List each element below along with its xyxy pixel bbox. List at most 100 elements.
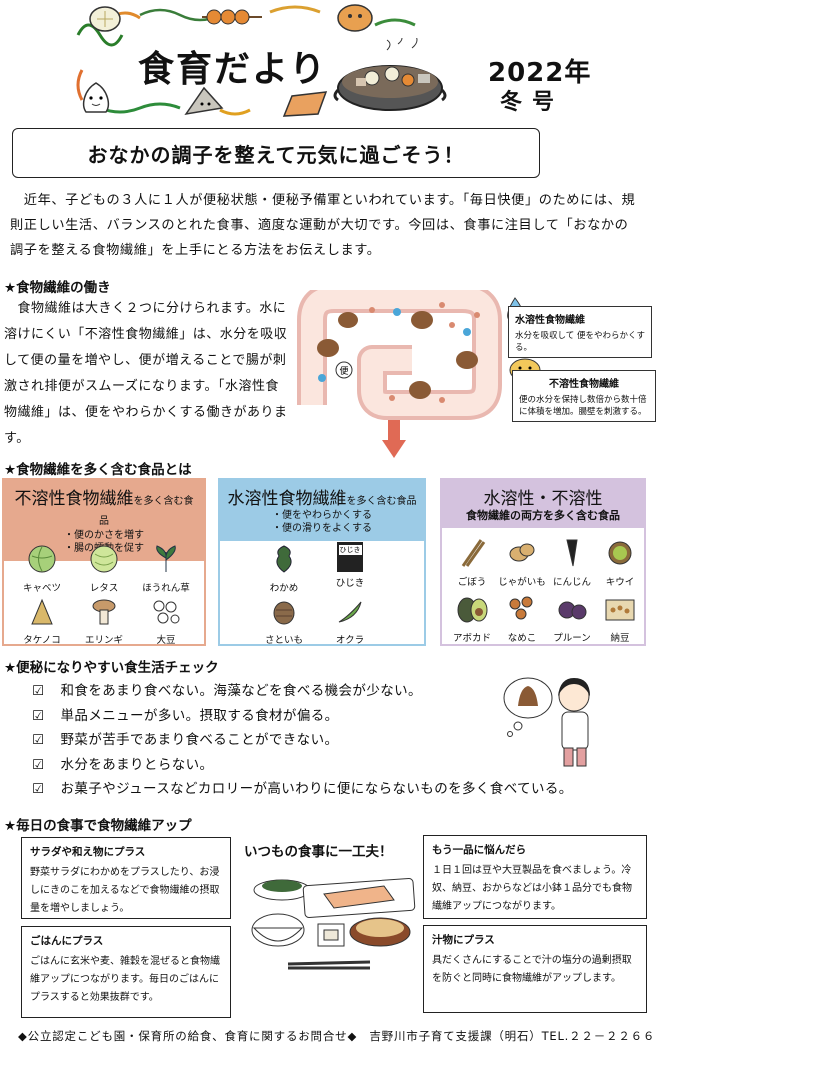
newsletter-title: 食育だより: [138, 49, 328, 90]
food-wakame: わかめ: [256, 544, 312, 594]
check-item: ☑ 和食をあまり食べない。海藻などを食べる機会が少ない。: [32, 679, 652, 704]
kiwi-icon: [608, 541, 632, 565]
checkbox-icon: ☑: [32, 707, 45, 724]
sweet-potato-icon: [337, 4, 373, 32]
soluble-header: 水溶性食物繊維を多く含む食品 ・便をやわらかくする ・便の滑りをよくする: [220, 480, 424, 541]
checkbox-icon: ☑: [32, 732, 45, 748]
food-cabbage: キャベツ: [14, 544, 70, 594]
legend-insoluble-text: 便の水分を保持し数倍から数十倍に体積を増加。腸壁を刺激する。: [519, 395, 647, 417]
check-item: ☑ 野菜が苦手であまり食べることができない。: [32, 728, 652, 753]
food-label: 納豆: [610, 633, 630, 644]
both-sub: 食物繊維の両方を多く含む食品: [466, 509, 620, 522]
food-label: 大豆: [156, 635, 176, 646]
konnyaku-icon: [184, 86, 224, 116]
food-eringi: エリンギ: [76, 598, 132, 646]
food-hijiki: ひじきひじき: [322, 542, 378, 589]
checkbox-icon: ☑: [32, 683, 45, 699]
food-nameko: なめこ: [494, 594, 550, 644]
food-label: プルーン: [553, 633, 591, 644]
potato-icon: [509, 543, 535, 562]
issue-season: 冬号: [500, 90, 565, 115]
tip-soup: 汁物にプラス 具だくさんにすることで汁の塩分の過剰摂取を防ぐと同時に食物繊維がア…: [423, 925, 647, 1013]
food-label: ごぼう: [457, 577, 487, 588]
food-bamboo-shoot: タケノコ: [14, 598, 70, 646]
cabbage-icon: [28, 545, 56, 573]
check-item: ☑ 水分をあまりとらない。: [32, 753, 652, 778]
mushroom-icon: [92, 599, 116, 625]
down-arrow-icon: [382, 420, 406, 458]
footer-contact: ◆公立認定こども園・保育所の給食、食育に関するお問合せ◆ 吉野川市子育て支援課（…: [18, 1029, 656, 1043]
nameko-icon: [509, 596, 533, 620]
food-carrot: にんじん: [544, 538, 600, 588]
food-lettuce: レタス: [76, 544, 132, 594]
carrot-icon: [566, 539, 578, 567]
section-heading-fiber: ★食物繊維の働き: [4, 280, 111, 296]
insoluble-sub1: ・便のかさを増す: [64, 530, 144, 541]
tip-title: もう一品に悩んだら: [432, 844, 527, 856]
hot-pot-icon: [333, 38, 447, 111]
food-okra: オクラ: [322, 598, 378, 646]
food-label: なめこ: [507, 633, 537, 644]
daily-center-title: いつもの食事に一工夫！: [244, 844, 393, 860]
tip-text: ごはんに玄米や麦、雑穀を混ぜると食物繊維アップにつながります。毎日のごはんにプラ…: [30, 956, 220, 1003]
checkbox-icon: ☑: [32, 781, 45, 797]
tip-text: 具だくさんにすることで汁の塩分の過剰摂取を防ぐと同時に食物繊維がアップします。: [432, 955, 632, 984]
legend-soluble-text: 水分を吸収して 便をやわらかくする。: [515, 331, 645, 353]
check-item: ☑単品メニューが多い。摂取する食材が偏る。: [32, 704, 652, 729]
worried-child-icon: [503, 677, 590, 767]
food-label: にんじん: [552, 577, 591, 588]
legend-insoluble-title: 不溶性食物繊維: [549, 379, 619, 390]
food-natto: 納豆: [592, 594, 648, 644]
food-taro: さといも: [256, 598, 312, 646]
food-label: ひじき: [335, 578, 365, 589]
section-heading-foods: ★食物繊維を多く含む食品とは: [4, 462, 192, 478]
tip-text: 野菜サラダにわかめをプラスしたり、お浸しにきのこを加えるなどで食物繊維の摂取量を…: [30, 867, 220, 914]
check-item-text: お菓子やジュースなどカロリーが高いわりに便にならないものを多く食べている。: [60, 781, 573, 797]
prune-icon: [558, 601, 587, 620]
tip-salad: サラダや和え物にプラス 野菜サラダにわかめをプラスしたり、お浸しにきのこを加える…: [21, 837, 231, 919]
tip-title: 汁物にプラス: [432, 934, 495, 946]
food-spinach: ほうれん草: [138, 544, 194, 594]
banner-text: おなかの調子を整えて元気に過ごそう！: [87, 142, 465, 167]
check-item: ☑ お菓子やジュースなどカロリーが高いわりに便にならないものを多く食べている。: [32, 777, 652, 802]
food-label: オクラ: [335, 635, 365, 646]
food-label: アボカド: [452, 633, 491, 644]
food-label: わかめ: [269, 583, 299, 594]
food-label: タケノコ: [23, 635, 61, 646]
fish-cake-icon: [282, 91, 328, 117]
intro-paragraph: 近年、子どもの３人に１人が便秘状態・便秘予備軍といわれています。「毎日快便」のた…: [10, 193, 636, 258]
soluble-title: 水溶性食物繊維: [227, 489, 347, 509]
legend-soluble-title: 水溶性食物繊維: [515, 315, 585, 326]
food-prune: プルーン: [544, 594, 600, 644]
section-heading-daily: ★毎日の食事で食物繊維アップ: [4, 818, 192, 834]
rice-ball-icon: [83, 82, 109, 113]
hijiki-package-icon: ひじき: [337, 542, 363, 572]
tip-title: ごはんにプラス: [30, 935, 104, 947]
food-label: じゃがいも: [498, 577, 546, 588]
check-item-text: 水分をあまりとらない。: [60, 756, 214, 773]
natto-icon: [605, 599, 635, 621]
issue-year: 2022年: [488, 58, 592, 88]
meal-illustration: [251, 877, 416, 970]
food-burdock: ごぼう: [444, 538, 500, 588]
food-label: さといも: [264, 635, 303, 646]
legend-soluble: 水溶性食物繊維 水分を吸収して 便をやわらかくする。: [508, 306, 652, 358]
legend-insoluble: 不溶性食物繊維 便の水分を保持し数倍から数十倍に体積を増加。腸壁を刺激する。: [512, 370, 656, 422]
checklist: ☑ 和食をあまり食べない。海藻などを食べる機会が少ない。 ☑単品メニューが多い。摂…: [32, 679, 652, 802]
insoluble-foods-box: 不溶性食物繊維を多く含む食品 ・便のかさを増す ・腸の蠕動を促す キャベツ レタ…: [2, 478, 206, 646]
both-foods-box: 水溶性・不溶性 食物繊維の両方を多く含む食品 ごぼう じゃがいも にんじん キウ…: [440, 478, 646, 646]
spinach-icon: [156, 545, 176, 572]
both-header: 水溶性・不溶性 食物繊維の両方を多く含む食品: [442, 480, 644, 528]
checkbox-icon: ☑: [32, 756, 45, 773]
both-title: 水溶性・不溶性: [483, 489, 603, 509]
food-potato: じゃがいも: [494, 538, 550, 588]
check-item-text: 和食をあまり食べない。海藻などを食べる機会が少ない。: [60, 683, 422, 699]
taro-icon: [273, 601, 295, 625]
banner-scroll: おなかの調子を整えて元気に過ごそう！: [12, 128, 540, 178]
bamboo-shoot-icon: [31, 598, 53, 625]
seaweed-icon: [276, 545, 292, 573]
okra-icon: [338, 601, 362, 623]
check-item-text: 野菜が苦手であまり食べることができない。: [60, 732, 339, 748]
food-soybean: 大豆: [138, 598, 194, 646]
stool-bubble-label: 便: [339, 365, 348, 377]
